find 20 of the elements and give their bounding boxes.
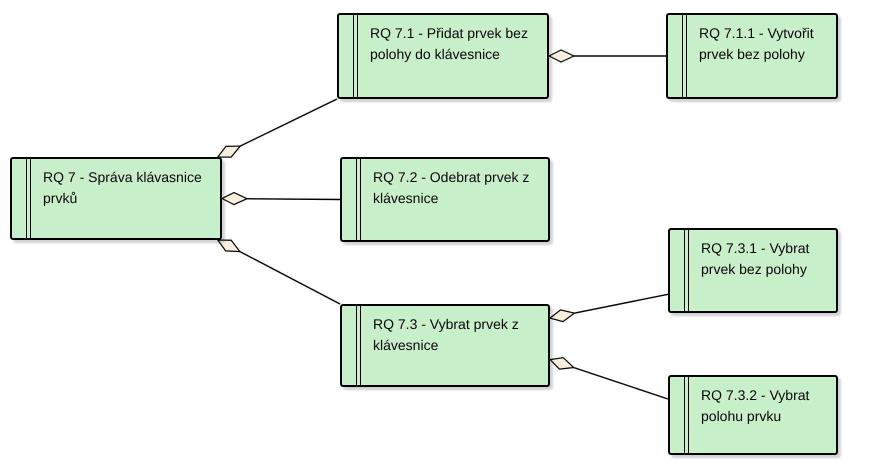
requirement-box bbox=[340, 304, 550, 387]
aggregation-connector bbox=[548, 49, 666, 63]
requirement-text: RQ 7.3.2 - Vybrat polohu prvku bbox=[701, 386, 810, 426]
requirement-text: RQ 7.2 - Odebrat prvek z klávesnice bbox=[373, 168, 530, 208]
requirement-box bbox=[340, 157, 550, 242]
requirement-box bbox=[337, 13, 549, 99]
requirement-box bbox=[668, 228, 838, 313]
requirement-text: RQ 7.1 - Přidat prvek bez polohy do klávesnice bbox=[370, 24, 529, 64]
requirement-box bbox=[666, 13, 838, 99]
requirement-box bbox=[10, 157, 222, 240]
aggregation-connector bbox=[221, 192, 340, 206]
aggregation-connector bbox=[217, 239, 340, 305]
aggregation-connector bbox=[549, 357, 668, 400]
requirement-text: RQ 7.3 - Vybrat prvek z klávesnice bbox=[373, 315, 520, 355]
requirement-box bbox=[668, 375, 838, 455]
aggregation-connector bbox=[549, 294, 668, 322]
requirement-text: RQ 7.3.1 - Vybrat prvek bez polohy bbox=[701, 239, 810, 279]
requirement-text: RQ 7 - Správa klávasnice prvků bbox=[43, 168, 203, 208]
aggregation-connector bbox=[217, 98, 338, 158]
requirement-text: RQ 7.1.1 - Vytvořit prvek bez polohy bbox=[699, 24, 815, 64]
